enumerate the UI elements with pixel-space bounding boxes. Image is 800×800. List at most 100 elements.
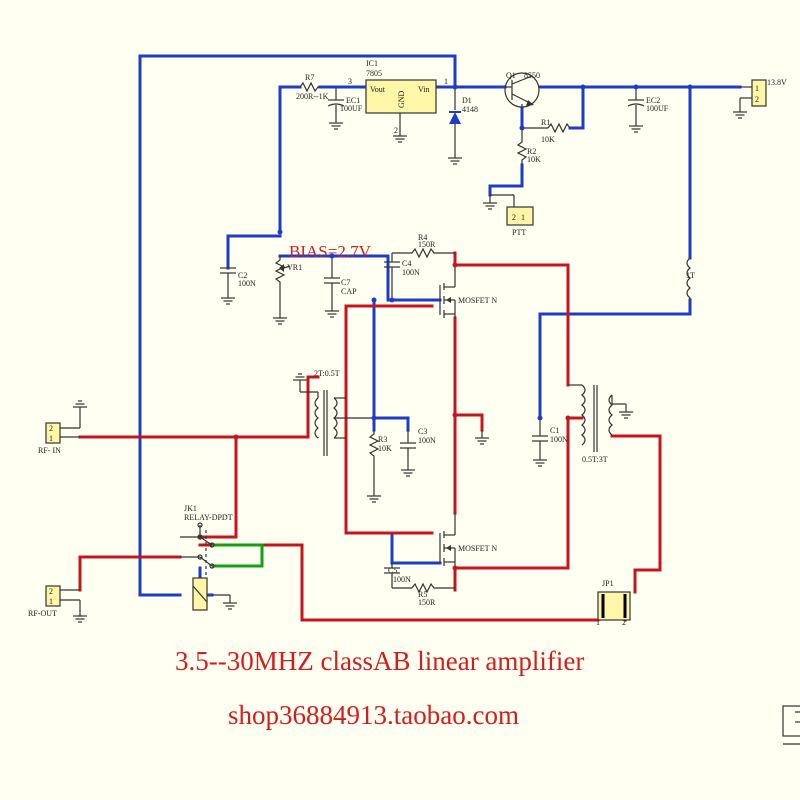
jp1-ref: JP1	[602, 579, 614, 588]
ec2-value: 100UF	[646, 104, 669, 113]
r7-ref: R7	[305, 73, 314, 82]
power-pin1: 1	[755, 84, 759, 93]
jk1-ref: JK1	[184, 504, 197, 513]
power-pin2: 2	[755, 95, 759, 104]
ptt-label: PTT	[512, 228, 526, 237]
r1-ref: R1	[541, 118, 550, 127]
jp1-jumper: JP1 1 2	[596, 579, 631, 627]
bias-label: BIAS=2.7V	[289, 242, 372, 261]
c7-capacitor: C7 CAP	[324, 256, 357, 318]
r5-ref: R5	[418, 590, 427, 599]
ptt-pin2: 2	[512, 213, 516, 222]
ec2-capacitor: EC2 100UF	[627, 87, 669, 133]
c3-capacitor: C3 100N	[400, 427, 436, 477]
r3-value: 10K	[378, 444, 392, 453]
ic1-vout: Vout	[370, 85, 386, 94]
d1-value: 4148	[462, 105, 478, 114]
junction-dots	[277, 84, 693, 421]
r4-resistor: R4 150R	[392, 233, 455, 259]
mosfet-top: MOSFET N	[439, 265, 497, 318]
r3-resistor: R3 10K	[366, 430, 392, 503]
rf-out-pin1: 1	[49, 597, 53, 606]
c4-ref: C4	[402, 259, 411, 268]
ec2-ref: EC2	[646, 96, 660, 105]
rf-in-pin2: 2	[49, 424, 53, 433]
ptt-connector: 2 1 PTT	[482, 194, 534, 237]
jp1-pin1: 1	[596, 618, 600, 627]
output-transformer: 0.5T:3T	[568, 384, 626, 464]
c1-capacitor: C1 100N	[532, 418, 568, 467]
r4-ref: R4	[418, 233, 427, 242]
ic1-pin3: 3	[348, 77, 352, 86]
ec1-capacitor: EC1 100UF	[327, 87, 363, 130]
choke-label: 1T	[686, 271, 695, 280]
ic1-gnd: GND	[397, 90, 406, 108]
ec1-value: 100UF	[340, 104, 363, 113]
shop-url: shop36884913.taobao.com	[228, 700, 519, 730]
r5-resistor: R5 150R	[392, 582, 455, 607]
c2-ref: C2	[238, 271, 247, 280]
c7-ref: C7	[341, 278, 350, 287]
rf-out-pin2: 2	[49, 587, 53, 596]
rf-in-connector: 2 1 RF- IN	[38, 400, 88, 455]
diagram-title: 3.5--30MHZ classAB linear amplifier	[175, 646, 584, 676]
mosfet-top-label: MOSFET N	[458, 296, 497, 305]
c2-capacitor: C2 100N	[220, 267, 256, 305]
c5-capacitor: C5 100N	[384, 563, 411, 588]
r7-value: 200R--1K	[296, 92, 329, 101]
r2-value: 10K	[527, 155, 541, 164]
relay-link	[212, 543, 264, 568]
c3-value: 100N	[418, 436, 436, 445]
ec1-ref: EC1	[346, 96, 360, 105]
mosfet-bottom-label: MOSFET N	[458, 544, 497, 553]
c3-ref: C3	[418, 427, 427, 436]
c5-value: 100N	[393, 575, 411, 584]
d1-diode: D1 4148	[447, 87, 478, 165]
ptt-pin1: 1	[521, 213, 525, 222]
ic1-vin: Vin	[418, 85, 430, 94]
corner-marks	[782, 705, 800, 745]
c4-capacitor: C4 100N	[384, 253, 420, 300]
c1-ref: C1	[550, 426, 559, 435]
mosfet-bottom: MOSFET N	[439, 513, 497, 568]
r3-ref: R3	[378, 435, 387, 444]
vr1-potentiometer: VR1	[272, 256, 302, 325]
vr1-ref: VR1	[287, 263, 302, 272]
r2-resistor: R2 10K	[516, 128, 541, 165]
t2-label: 0.5T:3T	[582, 455, 608, 464]
c1-value: 100N	[550, 435, 568, 444]
c4-value: 100N	[402, 268, 420, 277]
choke-inductor: 1T	[686, 257, 695, 300]
r4-value: 150R	[418, 240, 436, 249]
input-transformer: 2T:0.5T	[299, 369, 374, 456]
r1-resistor: R1 10K	[522, 118, 571, 144]
ic1-pin2: 2	[394, 126, 398, 135]
jp1-pin2: 2	[622, 618, 626, 627]
supply-label: 13.8V	[767, 78, 787, 87]
jk1-value: RELAY-DPDT	[184, 513, 233, 522]
q1-transistor: Q1 8550	[504, 71, 540, 108]
d1-ref: D1	[462, 96, 472, 105]
c5-ref: C5	[388, 566, 397, 575]
ic1-regulator: IC1 7805 Vout Vin GND 3 1 2	[348, 59, 448, 143]
r5-value: 150R	[418, 598, 436, 607]
relay-jk1: JK1 RELAY-DPDT	[180, 504, 238, 611]
c2-value: 100N	[238, 279, 256, 288]
r7-resistor: R7 200R--1K	[296, 73, 329, 101]
rf-in-label: RF- IN	[38, 446, 61, 455]
dc-wiring	[138, 54, 742, 597]
rf-in-pin1: 1	[49, 434, 53, 443]
rf-out-connector: 2 1 RF-OUT	[28, 585, 88, 623]
r1-value: 10K	[541, 135, 555, 144]
ic1-pin1: 1	[444, 77, 448, 86]
t1-label: 2T:0.5T	[314, 369, 340, 378]
ic1-ref: IC1	[366, 59, 378, 68]
ic1-value: 7805	[366, 69, 382, 78]
q1-value: 8550	[524, 71, 540, 80]
power-connector: 1 2 13.8V	[732, 78, 787, 119]
r2-ref: R2	[527, 147, 536, 156]
c7-value: CAP	[341, 287, 357, 296]
rf-out-label: RF-OUT	[28, 609, 57, 618]
q1-ref: Q1	[506, 71, 516, 80]
